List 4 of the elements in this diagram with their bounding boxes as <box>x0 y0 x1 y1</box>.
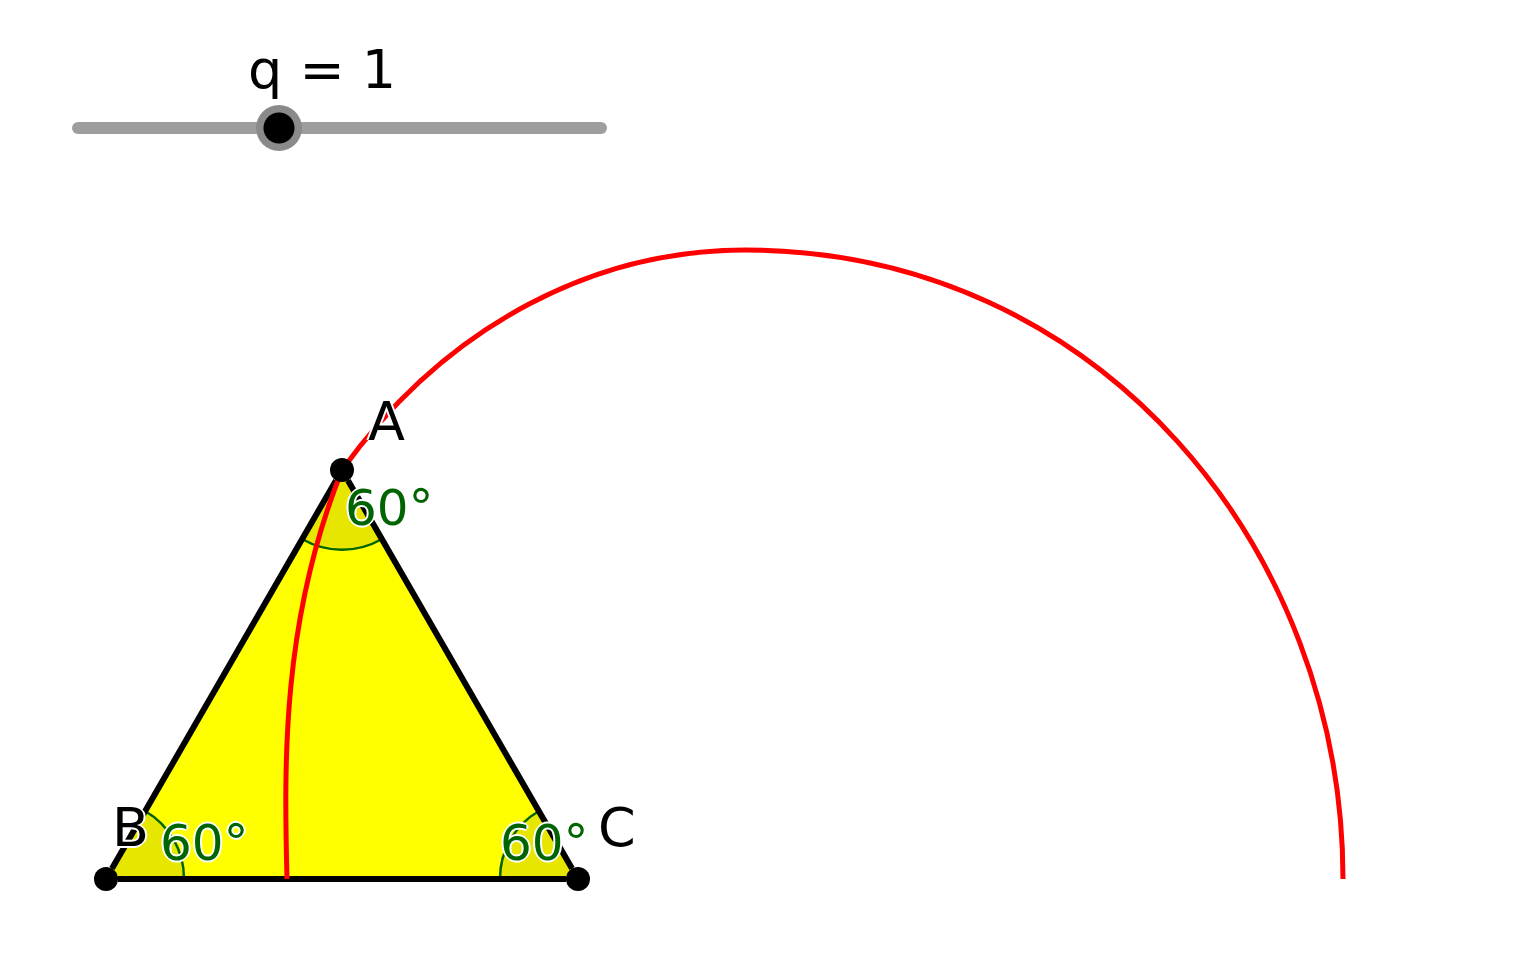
triangle-side <box>118 876 566 882</box>
slider-value: q = 1 <box>248 40 397 100</box>
point-label: C <box>598 798 636 858</box>
triangle-side <box>345 478 575 871</box>
